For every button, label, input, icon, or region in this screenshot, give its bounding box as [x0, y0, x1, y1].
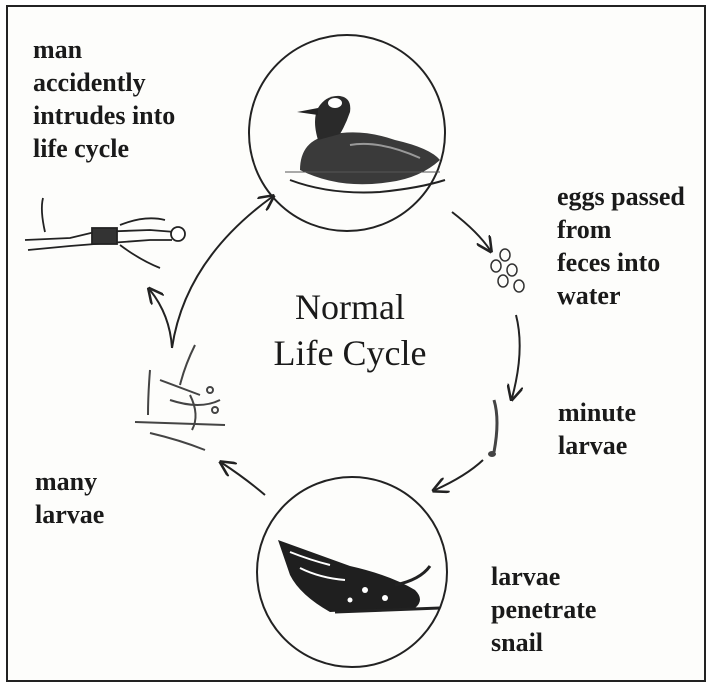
arrow-minute-larvae-to-snail [435, 460, 483, 490]
label-eggs-passed: eggs passed from feces into water [557, 180, 685, 312]
label-larvae-penetrate-snail: larvae penetrate snail [491, 560, 596, 659]
minute-larva-icon [488, 400, 497, 457]
arrow-eggs-to-minute-larvae [512, 315, 520, 398]
label-many-larvae: many larvae [35, 465, 104, 531]
arrow-snail-to-many-larvae [222, 463, 265, 495]
label-minute-larvae: minute larvae [558, 396, 636, 462]
eggs-icon [491, 249, 524, 292]
larvae-cluster-icon [135, 345, 225, 450]
arrow-duck-to-eggs [452, 212, 490, 250]
diagram-title: Normal Life Cycle [240, 284, 460, 376]
snail-icon [278, 540, 440, 612]
label-man-intrudes: man accidently intrudes into life cycle [33, 33, 175, 165]
duck-icon [285, 96, 445, 193]
swimmer-icon [25, 198, 185, 268]
arrow-many-larvae-up [150, 290, 172, 348]
